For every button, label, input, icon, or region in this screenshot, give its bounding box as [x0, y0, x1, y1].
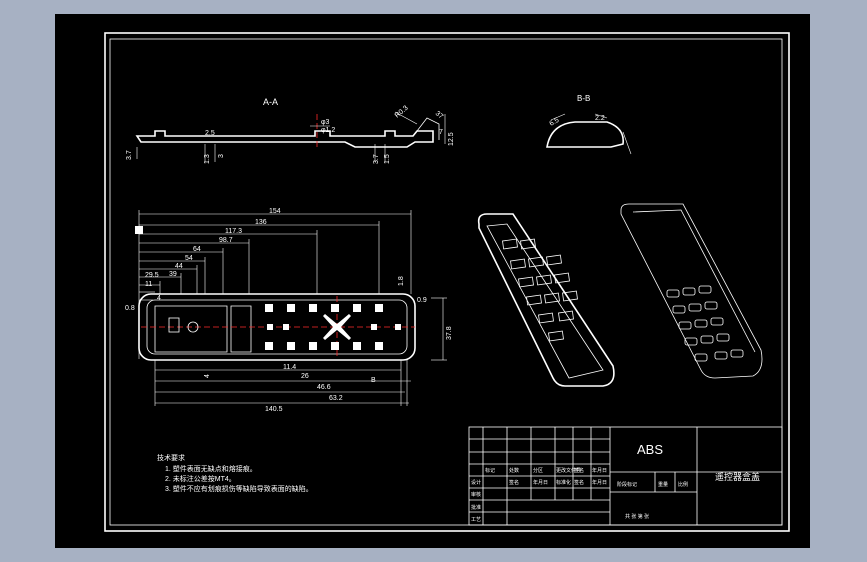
technical-notes: 技术要求 1. 塑件表面无缺点和熔接痕。 2. 未标注公差按MT4。 3. 塑件… [157, 453, 313, 493]
iso-view-inner [477, 213, 615, 387]
title-cell-b4: 签名 [574, 479, 584, 486]
title-block-part-name: 遥控器盒盖 [715, 471, 760, 482]
title-block-sheet-label: 共 张 第 张 [625, 513, 649, 520]
dim-top-378: 37.8 [446, 326, 453, 340]
title-cell-d2: 批准 [471, 504, 481, 511]
section-aa-profile [135, 111, 446, 162]
top-view-extension-lines [138, 210, 447, 406]
title-cell-d0: 工艺 [471, 517, 481, 523]
title-block-stage-label: 阶段标记 [617, 481, 637, 488]
dim-side-3: 1.3 [204, 154, 211, 164]
dim-top-label-b: B [371, 377, 376, 384]
dim-top-54: 54 [185, 255, 193, 262]
dim-top-632: 63.2 [329, 395, 343, 402]
top-view-gate [135, 226, 143, 234]
dim-side-12: 37 [434, 110, 445, 120]
title-cell-b0: 设计 [471, 479, 481, 486]
section-bb-profile [546, 113, 632, 155]
title-cell-b5: 年月日 [592, 479, 607, 486]
dim-top-44: 44 [175, 263, 183, 270]
dim-top-08: 0.8 [125, 305, 135, 312]
dim-top-1405: 140.5 [265, 406, 283, 413]
inner-sheet-border [109, 38, 783, 526]
dim-side-1: 2.5 [205, 130, 215, 137]
view-label-aa: A-A [263, 97, 278, 107]
dim-top-11: 11 [145, 281, 152, 288]
title-cell-c0: 审核 [471, 491, 481, 498]
dim-top-114: 11.4 [283, 364, 296, 371]
dim-side-2: 3.7 [126, 150, 133, 160]
dim-bb-2: 2.2 [595, 115, 605, 122]
dim-top-29: 29.5 [145, 272, 159, 279]
title-cell-b1: 签名 [509, 479, 519, 486]
title-block-row-c: 审核 [471, 491, 481, 498]
dim-side-8: 1.5 [384, 154, 391, 164]
dim-side-9: R0.3 [394, 105, 410, 120]
dim-side-6: φ1.2 [321, 127, 335, 134]
title-cell-b3: 标准化 [556, 479, 571, 486]
dim-top-39: 39 [169, 271, 177, 278]
view-label-bb: B-B [577, 94, 590, 103]
cad-drawing: A-A 2.5 3.7 1.3 3 φ3 φ1.2 3.7 1.5 R0.3 7… [104, 32, 790, 532]
notes-line-2: 2. 未标注公差按MT4。 [165, 474, 236, 483]
title-cell-a5: 年月日 [592, 467, 607, 474]
dim-top-117: 117.3 [225, 228, 242, 235]
title-cell-a1: 处数 [509, 467, 519, 474]
title-cell-a3: 更改文件号 [556, 467, 581, 474]
iso-view-outer [620, 203, 763, 379]
dim-top-154: 154 [269, 208, 281, 215]
dim-side-5: φ3 [321, 119, 330, 126]
dim-top-98: 98.7 [219, 237, 233, 244]
title-block-scale-label: 比例 [678, 481, 688, 488]
dim-top-18: 1.8 [398, 276, 405, 286]
title-block [468, 426, 783, 526]
outer-sheet-border [104, 32, 790, 532]
dim-side-10: 7 [439, 129, 443, 136]
cad-viewport[interactable]: A-A 2.5 3.7 1.3 3 φ3 φ1.2 3.7 1.5 R0.3 7… [55, 14, 810, 548]
title-block-row-a: 标记 处数 分区 更改文件号 签名 年月日 [485, 467, 607, 474]
dim-side-7: 3.7 [373, 154, 380, 164]
notes-line-1: 1. 塑件表面无缺点和熔接痕。 [165, 464, 257, 473]
dim-top-09: 0.9 [417, 297, 427, 304]
title-cell-a0: 标记 [485, 467, 495, 474]
dim-bb-1: 6.5 [549, 117, 561, 128]
dim-top-26: 26 [301, 373, 309, 380]
title-block-row-b: 设计 签名 年月日 标准化 签名 年月日 [471, 479, 607, 486]
dim-top-466: 46.6 [317, 384, 331, 391]
dim-top-b4: 4 [204, 374, 211, 378]
title-cell-a2: 分区 [533, 467, 543, 474]
dim-top-4: 4 [157, 295, 161, 302]
title-cell-a4: 签名 [574, 467, 584, 474]
dim-side-11: 12.5 [448, 132, 455, 146]
notes-title: 技术要求 [157, 453, 185, 462]
dim-top-64: 64 [193, 246, 201, 253]
top-view-dimensions: 154 136 117.3 98.7 64 54 44 39 29.5 11 4… [125, 208, 453, 413]
title-block-row-d: 工艺 批准 [471, 504, 481, 523]
section-aa-dimensions: 2.5 3.7 1.3 3 φ3 φ1.2 3.7 1.5 R0.3 7 12.… [126, 105, 455, 164]
title-block-material: ABS [637, 442, 663, 457]
dim-top-136: 136 [255, 219, 267, 226]
title-block-weight-label: 重量 [658, 481, 668, 488]
top-view-key-holes [168, 304, 401, 350]
dim-side-4: 3 [218, 154, 225, 158]
title-cell-b2: 年月日 [533, 479, 548, 486]
notes-line-3: 3. 塑件不应有划痕损伤等缺陷导致表面的缺陷。 [165, 484, 313, 493]
